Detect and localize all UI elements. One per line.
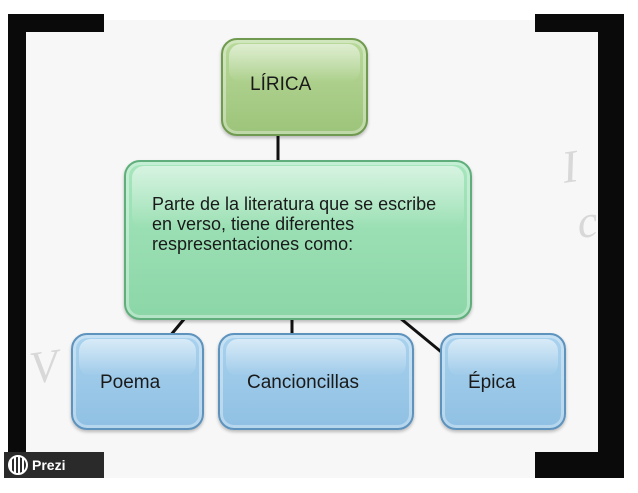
prezi-logo-icon [8, 455, 28, 475]
node-poema-label: Poema [100, 372, 161, 393]
node-epica-label: Épica [468, 372, 516, 393]
bracket-top-left-vertical [8, 14, 26, 478]
bracket-top-right-horizontal [535, 14, 624, 32]
node-epica: Épica [440, 333, 566, 430]
node-poema: Poema [71, 333, 204, 430]
node-cancioncillas-label: Cancioncillas [247, 372, 359, 393]
connector-definition-epica [399, 316, 446, 357]
node-definition: Parte de la literatura que se escribe en… [124, 160, 472, 320]
prezi-label: Prezi [32, 457, 66, 473]
node-cancioncillas: Cancioncillas [218, 333, 414, 430]
bracket-top-right-vertical [598, 14, 624, 478]
node-definition-label: Parte de la literatura que se escribe en… [152, 194, 437, 254]
bracket-bottom-right-horizontal [535, 452, 624, 478]
node-lirica-label: LÍRICA [250, 74, 312, 95]
node-lirica: LÍRICA [221, 38, 368, 136]
prezi-badge[interactable]: Prezi [4, 452, 104, 478]
bracket-top-left-horizontal [8, 14, 104, 32]
